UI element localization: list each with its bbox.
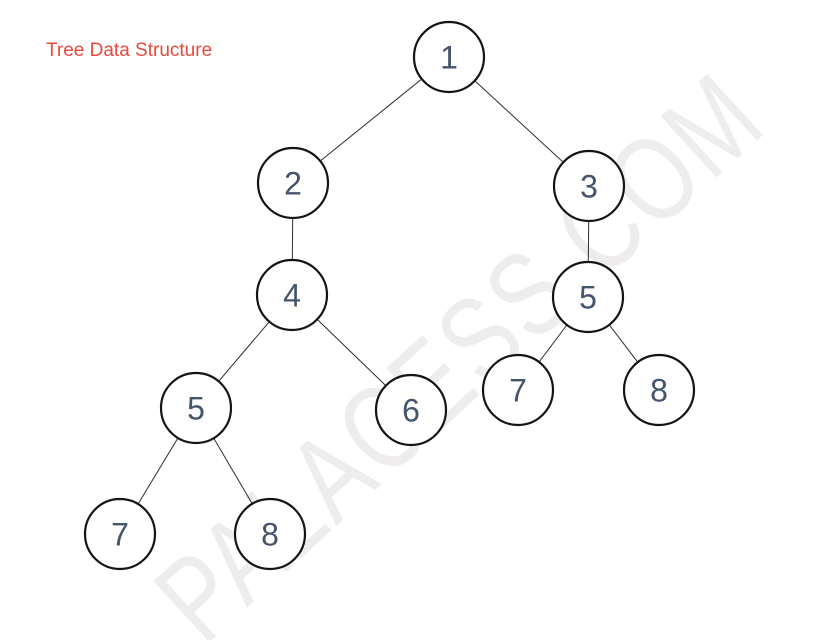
tree-node-n5l: 5: [159, 371, 233, 445]
tree-node-circle-n2: [256, 146, 330, 220]
tree-node-label-n5r: 5: [579, 280, 597, 316]
tree-node-n3: 3: [552, 149, 626, 223]
tree-node-circle-n3: [552, 149, 626, 223]
tree-node-circle-n8r: [622, 353, 696, 427]
tree-node-n8r: 8: [622, 353, 696, 427]
tree-node-circle-n8l: [233, 497, 307, 571]
tree-node-circle-n4: [255, 258, 329, 332]
tree-node-circle-n7l: [83, 497, 157, 571]
tree-node-circle-n7r: [481, 353, 555, 427]
tree-node-n6: 6: [374, 373, 448, 447]
tree-node-circle-n5r: [551, 260, 625, 334]
tree-node-n1: 1: [412, 20, 486, 94]
tree-node-n5r: 5: [551, 260, 625, 334]
tree-node-n8l: 8: [233, 497, 307, 571]
tree-node-circle-n1: [412, 20, 486, 94]
tree-node-label-n8l: 8: [261, 517, 279, 553]
tree-node-n4: 4: [255, 258, 329, 332]
tree-node-circle-n6: [374, 373, 448, 447]
tree-node-circle-n5l: [159, 371, 233, 445]
tree-node-label-n7r: 7: [509, 373, 527, 409]
tree-node-n2: 2: [256, 146, 330, 220]
tree-node-label-n8r: 8: [650, 373, 668, 409]
page-title: Tree Data Structure: [46, 40, 213, 61]
tree-node-n7r: 7: [481, 353, 555, 427]
tree-node-n7l: 7: [83, 497, 157, 571]
tree-node-label-n3: 3: [580, 169, 598, 205]
tree-node-label-n5l: 5: [187, 391, 205, 427]
tree-node-label-n4: 4: [283, 278, 301, 314]
tree-node-label-n2: 2: [284, 166, 302, 202]
tree-node-label-n1: 1: [440, 40, 458, 76]
tree-node-label-n6: 6: [402, 393, 420, 429]
tree-node-label-n7l: 7: [111, 517, 129, 553]
